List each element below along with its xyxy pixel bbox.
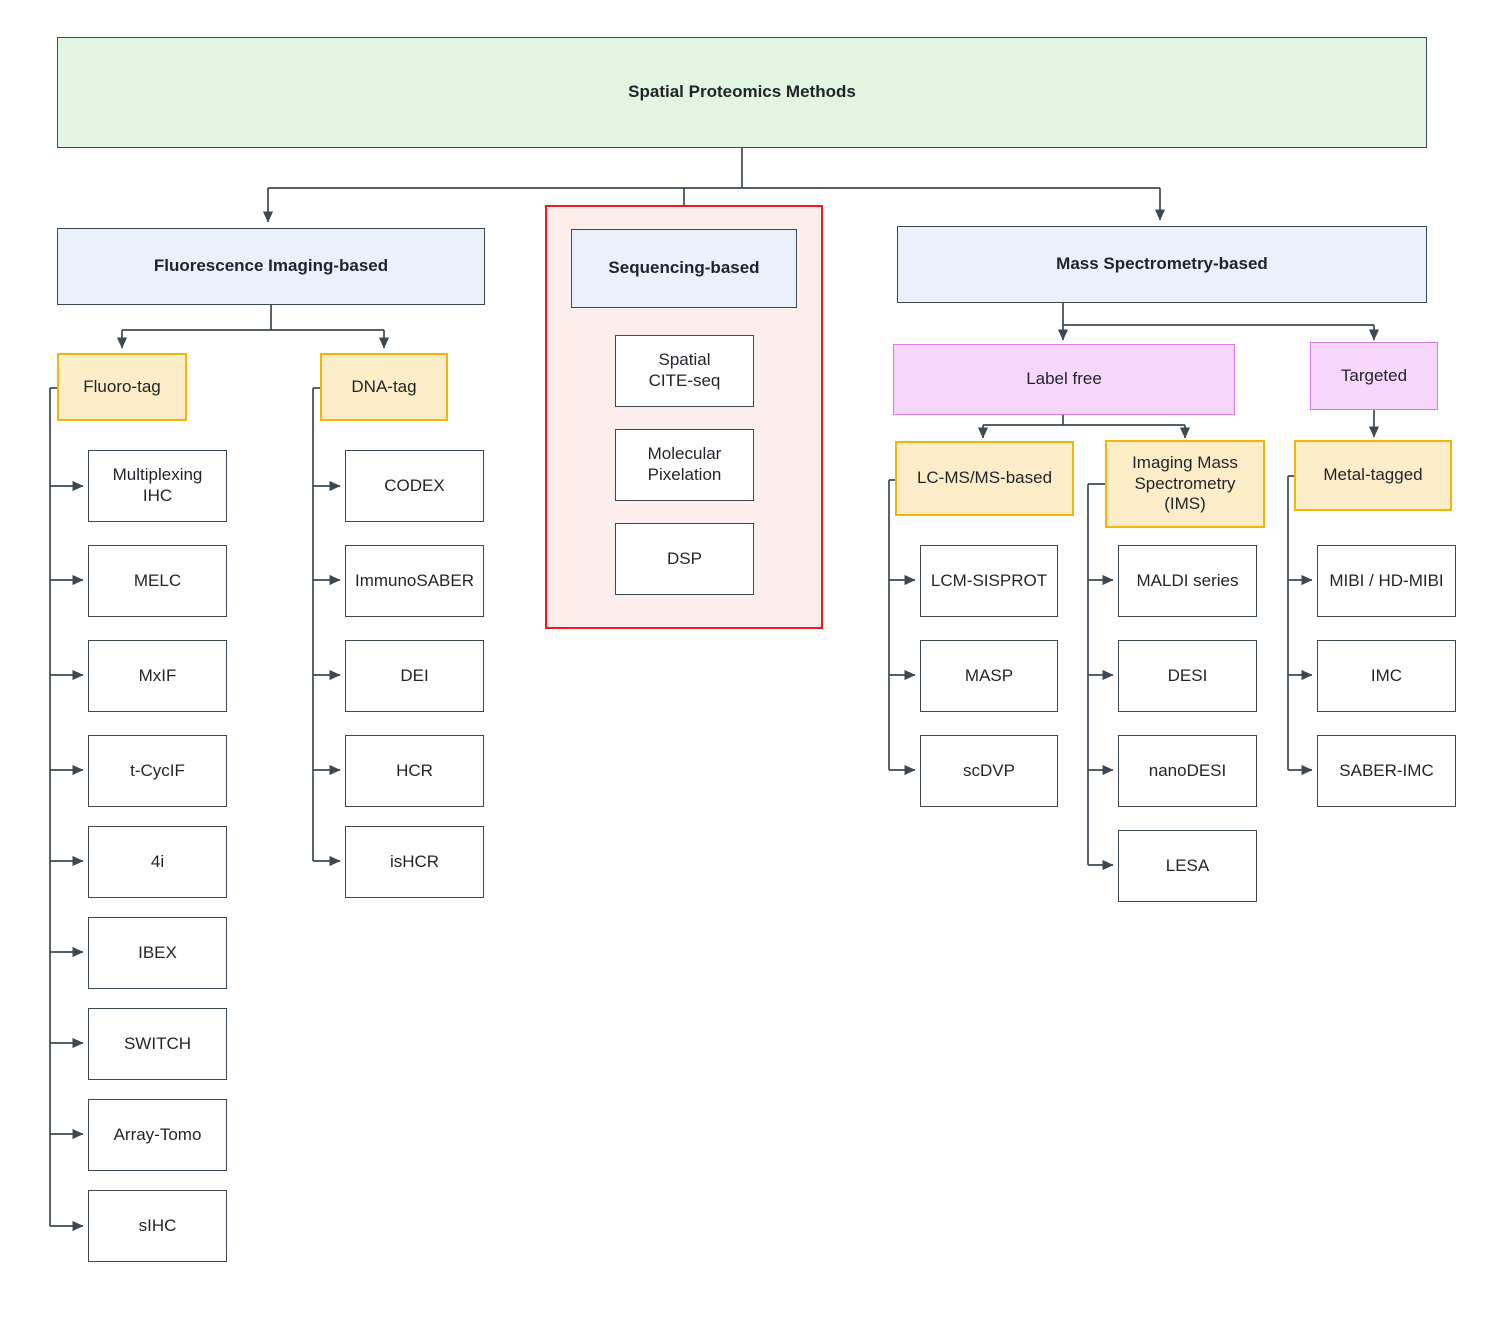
subgroup-node-fluoro-tag[interactable]: Fluoro-tag xyxy=(57,353,187,421)
subgroup-node-metal-tagged[interactable]: Metal-tagged xyxy=(1294,440,1452,511)
leaf-node-ibex[interactable]: IBEX xyxy=(88,917,227,989)
category-node-mass-spectrometry-based[interactable]: Mass Spectrometry-based xyxy=(897,226,1427,303)
leaf-label: Molecular Pixelation xyxy=(647,444,722,484)
leaf-label: 4i xyxy=(150,851,165,871)
leaf-node-spatial-cite-seq[interactable]: Spatial CITE-seq xyxy=(615,335,754,407)
root-node-label: Spatial Proteomics Methods xyxy=(628,82,856,102)
leaf-node-multiplexing-ihc[interactable]: Multiplexing IHC xyxy=(88,450,227,522)
subgroup-node-imaging-mass-spectrometry[interactable]: Imaging Mass Spectrometry (IMS) xyxy=(1105,440,1265,528)
leaf-node-melc[interactable]: MELC xyxy=(88,545,227,617)
subgroup-node-lc-ms-ms-based[interactable]: LC-MS/MS-based xyxy=(895,441,1074,516)
subgroup-node-label-free[interactable]: Label free xyxy=(893,344,1235,415)
leaf-label: ImmunoSABER xyxy=(354,570,475,590)
category-label: Fluorescence Imaging-based xyxy=(153,256,389,276)
leaf-node-ishcr[interactable]: isHCR xyxy=(345,826,484,898)
leaf-node-nanodesi[interactable]: nanoDESI xyxy=(1118,735,1257,807)
leaf-node-mibi-hd-mibi[interactable]: MIBI / HD-MIBI xyxy=(1317,545,1456,617)
leaf-node-t-cycif[interactable]: t-CycIF xyxy=(88,735,227,807)
leaf-label: DEI xyxy=(400,665,429,685)
subgroup-node-targeted[interactable]: Targeted xyxy=(1310,342,1438,410)
leaf-node-switch[interactable]: SWITCH xyxy=(88,1008,227,1080)
leaf-node-immunosaber[interactable]: ImmunoSABER xyxy=(345,545,484,617)
subgroup-label: Label free xyxy=(1026,369,1102,389)
category-node-sequencing-based[interactable]: Sequencing-based xyxy=(571,229,797,308)
leaf-node-array-tomo[interactable]: Array-Tomo xyxy=(88,1099,227,1171)
leaf-node-molecular-pixelation[interactable]: Molecular Pixelation xyxy=(615,429,754,501)
subgroup-label: Metal-tagged xyxy=(1323,465,1423,485)
leaf-label: nanoDESI xyxy=(1148,760,1227,780)
leaf-node-4i[interactable]: 4i xyxy=(88,826,227,898)
leaf-label: MIBI / HD-MIBI xyxy=(1329,570,1444,590)
subgroup-label: Fluoro-tag xyxy=(83,376,161,396)
leaf-node-lcm-sisprot[interactable]: LCM-SISPROT xyxy=(920,545,1058,617)
leaf-label: HCR xyxy=(396,760,433,780)
leaf-label: scDVP xyxy=(963,760,1015,780)
category-label: Mass Spectrometry-based xyxy=(1056,254,1268,274)
leaf-node-imc[interactable]: IMC xyxy=(1317,640,1456,712)
leaf-label: LESA xyxy=(1165,855,1210,875)
subgroup-label: Targeted xyxy=(1340,365,1408,385)
category-node-fluorescence-imaging-based[interactable]: Fluorescence Imaging-based xyxy=(57,228,485,305)
leaf-label: SWITCH xyxy=(123,1033,192,1053)
subgroup-label: LC-MS/MS-based xyxy=(916,468,1053,488)
root-node-spatial-proteomics-methods[interactable]: Spatial Proteomics Methods xyxy=(57,37,1427,148)
leaf-node-sihc[interactable]: sIHC xyxy=(88,1190,227,1262)
leaf-label: MELC xyxy=(133,570,182,590)
category-label: Sequencing-based xyxy=(608,258,760,278)
leaf-node-lesa[interactable]: LESA xyxy=(1118,830,1257,902)
leaf-label: Spatial CITE-seq xyxy=(648,350,721,390)
leaf-label: DSP xyxy=(667,548,702,568)
leaf-node-dei[interactable]: DEI xyxy=(345,640,484,712)
leaf-label: IMC xyxy=(1370,665,1403,685)
leaf-label: MASP xyxy=(964,665,1014,685)
leaf-label: DESI xyxy=(1167,665,1208,685)
leaf-node-dsp[interactable]: DSP xyxy=(615,523,754,595)
leaf-node-scdvp[interactable]: scDVP xyxy=(920,735,1058,807)
leaf-node-codex[interactable]: CODEX xyxy=(345,450,484,522)
leaf-label: IBEX xyxy=(138,942,177,962)
leaf-node-saber-imc[interactable]: SABER-IMC xyxy=(1317,735,1456,807)
leaf-label: t-CycIF xyxy=(130,760,185,780)
leaf-label: Multiplexing IHC xyxy=(112,465,203,505)
leaf-node-hcr[interactable]: HCR xyxy=(345,735,484,807)
subgroup-label: DNA-tag xyxy=(351,376,417,396)
leaf-node-mxif[interactable]: MxIF xyxy=(88,640,227,712)
leaf-label: MALDI series xyxy=(1136,570,1239,590)
leaf-node-desi[interactable]: DESI xyxy=(1118,640,1257,712)
subgroup-node-dna-tag[interactable]: DNA-tag xyxy=(320,353,448,421)
leaf-label: isHCR xyxy=(389,851,440,871)
leaf-label: LCM-SISPROT xyxy=(930,570,1048,590)
leaf-label: sIHC xyxy=(138,1215,177,1235)
leaf-label: Array-Tomo xyxy=(113,1124,202,1144)
leaf-node-masp[interactable]: MASP xyxy=(920,640,1058,712)
leaf-label: SABER-IMC xyxy=(1339,760,1434,780)
leaf-node-maldi-series[interactable]: MALDI series xyxy=(1118,545,1257,617)
subgroup-label: Imaging Mass Spectrometry (IMS) xyxy=(1132,452,1238,514)
leaf-label: MxIF xyxy=(138,665,177,685)
leaf-label: CODEX xyxy=(384,475,445,495)
